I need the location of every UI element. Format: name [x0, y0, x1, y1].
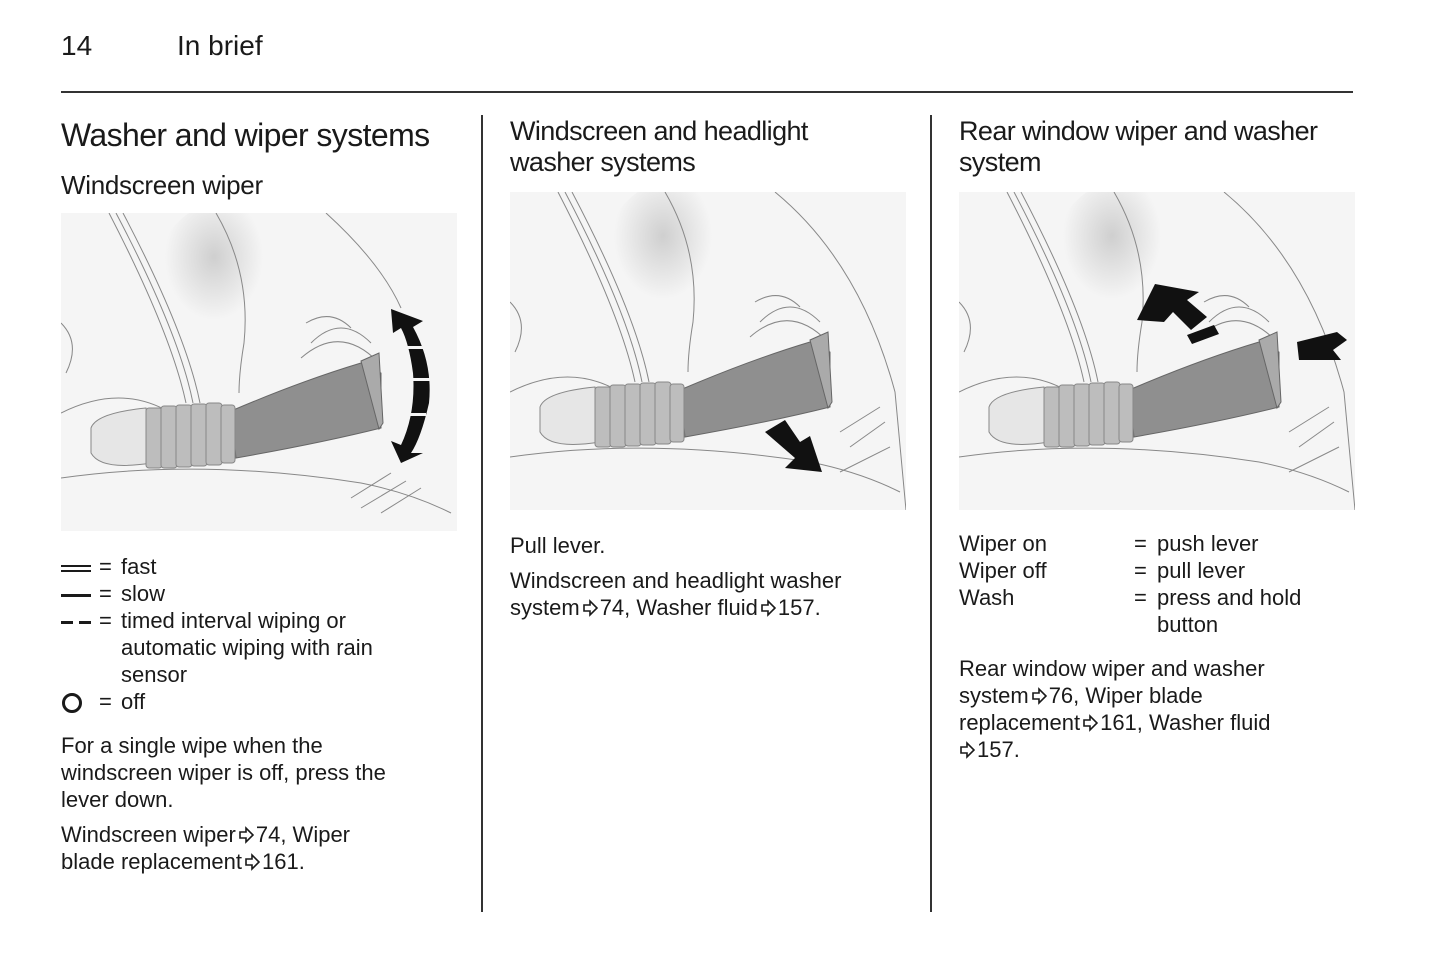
operation-value: press and hold button	[1157, 585, 1302, 637]
pull-lever-instruction: Pull lever.	[510, 533, 606, 558]
operation-row: Wash = press and hold button	[959, 584, 1359, 638]
operation-row: Wiper on = push lever	[959, 530, 1359, 557]
xref-page-link[interactable]: 76	[1048, 683, 1074, 708]
wiper-lever-pull-illustration	[510, 192, 906, 510]
xref-page-link[interactable]: 157	[777, 595, 815, 620]
operation-label: Wiper off	[959, 558, 1047, 583]
legend-text: fast	[121, 554, 157, 579]
operation-equals: =	[1134, 558, 1147, 583]
xref-text: .	[1013, 737, 1020, 762]
running-title: In brief	[177, 30, 263, 61]
xref-page-link[interactable]: 157	[977, 737, 1014, 762]
legend-equals: =	[99, 608, 112, 633]
xref-page-link[interactable]: 74	[255, 822, 281, 847]
xref-page-link[interactable]: 161	[262, 849, 299, 874]
header-rule	[61, 91, 1353, 93]
operation-value: pull lever	[1157, 558, 1246, 583]
xref-text: , Washer fluid	[1136, 710, 1271, 735]
xref-page-link[interactable]: 74	[599, 595, 625, 620]
column-windscreen-wiper: Washer and wiper systems Windscreen wipe…	[61, 110, 461, 875]
cross-reference: Windscreen wiper 74, Wiper blade replacem…	[61, 821, 401, 875]
wiper-lever-up-down-illustration	[61, 213, 457, 531]
xref-arrow-icon	[1031, 687, 1047, 705]
operation-label: Wiper on	[959, 531, 1048, 556]
section-heading: Rear window wiper and washer system	[959, 116, 1318, 177]
xref-text: , Wiper blade replacement	[61, 822, 351, 874]
page-number: 14	[61, 30, 93, 61]
xref-arrow-icon	[960, 741, 975, 759]
xref-arrow-icon	[245, 853, 261, 871]
xref-text: .	[814, 595, 821, 620]
xref-text: , Washer fluid	[624, 595, 758, 620]
column-windscreen-headlight-washer: Windscreen and headlight washer systems	[510, 116, 910, 621]
section-heading: Washer and wiper systems	[61, 117, 430, 153]
legend-text: timed interval wiping or automatic wipin…	[121, 608, 373, 687]
xref-text: .	[298, 849, 305, 874]
legend-row-slow: = slow	[61, 580, 461, 607]
legend-text: slow	[121, 581, 166, 606]
operation-equals: =	[1134, 531, 1147, 556]
legend-text: off	[121, 689, 146, 714]
xref-page-link[interactable]: 161	[1100, 710, 1137, 735]
xref-text: , Wiper blade replacement	[959, 683, 1203, 735]
operation-row: Wiper off = pull lever	[959, 557, 1359, 584]
circle-icon	[61, 688, 99, 715]
column-divider	[930, 115, 932, 912]
double-line-icon	[61, 553, 99, 580]
legend-row-interval: = timed interval wiping or automatic wip…	[61, 607, 461, 688]
xref-arrow-icon	[582, 599, 598, 617]
legend-row-off: = off	[61, 688, 461, 715]
xref-arrow-icon	[239, 826, 254, 844]
legend-equals: =	[99, 689, 112, 714]
xref-arrow-icon	[761, 599, 776, 617]
legend-equals: =	[99, 581, 112, 606]
single-line-icon	[61, 580, 99, 607]
operation-value: push lever	[1157, 531, 1259, 556]
rear-wiper-operations: Wiper on = push lever Wiper off = pull l…	[959, 530, 1359, 638]
column-divider	[481, 115, 483, 912]
wiper-lever-push-press-illustration	[959, 192, 1355, 510]
legend-equals: =	[99, 554, 112, 579]
legend-row-fast: = fast	[61, 553, 461, 580]
single-wipe-instruction: For a single wipe when the windscreen wi…	[61, 733, 386, 812]
operation-label: Wash	[959, 585, 1015, 610]
column-rear-wiper-washer: Rear window wiper and washer system	[959, 116, 1359, 763]
section-heading: Windscreen and headlight washer systems	[510, 116, 808, 177]
dashed-line-icon	[61, 607, 99, 688]
operation-equals: =	[1134, 585, 1147, 610]
subsection-heading: Windscreen wiper	[61, 170, 263, 200]
xref-text: Windscreen wiper	[61, 822, 236, 847]
xref-arrow-icon	[1083, 714, 1099, 732]
xref-text: Windscreen and headlight washer system	[510, 568, 842, 620]
wiper-speed-legend: = fast = slow = timed interval wiping or…	[61, 553, 461, 715]
xref-text: Rear window wiper and washer system	[959, 656, 1265, 708]
